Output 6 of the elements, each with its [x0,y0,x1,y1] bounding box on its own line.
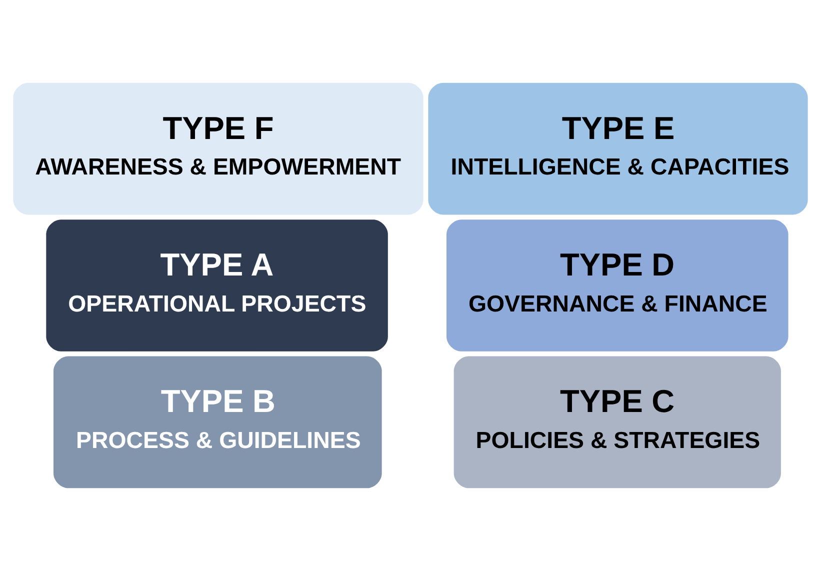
node-box: TYPE B PROCESS & GUIDELINES [53,356,382,488]
node-box: TYPE A OPERATIONAL PROJECTS [46,219,388,351]
node-box: TYPE C POLICIES & STRATEGIES [454,356,781,488]
node-box: TYPE D GOVERNANCE & FINANCE [446,219,788,351]
node-box: TYPE E INTELLIGENCE & CAPACITIES [428,82,808,214]
node-box: TYPE F AWARENESS & EMPOWERMENT [13,82,424,214]
